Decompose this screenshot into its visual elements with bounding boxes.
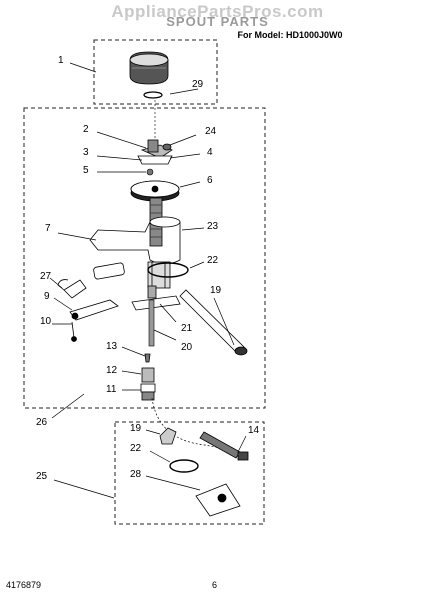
watermark: AppliancePartsPros.com [111, 2, 324, 21]
doc-number: 4176879 [6, 580, 42, 590]
callout-6: 6 [207, 175, 213, 186]
callout-24: 24 [205, 126, 217, 137]
callout-19: 19 [210, 285, 222, 296]
hose-19 [179, 289, 248, 356]
callout-27: 27 [40, 271, 52, 282]
kit-callout-14: 14 [248, 425, 260, 436]
callout-2: 2 [83, 124, 89, 135]
tube-20 [148, 299, 155, 347]
spout-assembly-box [23, 107, 266, 409]
cap-group-box [93, 39, 218, 105]
base-plate-6 [130, 180, 180, 202]
callout-22: 22 [207, 255, 219, 266]
cap-part [129, 51, 169, 85]
callout-1: 1 [58, 55, 64, 66]
o-ring-29 [143, 91, 163, 99]
callout-23: 23 [207, 221, 219, 232]
diagram-title: SPOUT PARTS [166, 14, 269, 29]
fitting-parts [140, 353, 156, 401]
bracket-9 [69, 299, 119, 321]
callout-12: 12 [106, 365, 118, 376]
callout-26: 26 [36, 417, 48, 428]
callout-11: 11 [106, 384, 117, 395]
valve-top [137, 139, 173, 165]
callout-7: 7 [45, 223, 51, 234]
callout-5: 5 [83, 165, 89, 176]
clip-21 [131, 285, 181, 311]
callout-21: 21 [181, 323, 193, 334]
o-ring-22 [147, 262, 189, 278]
callout-25: 25 [36, 471, 48, 482]
kit-callout-28: 28 [130, 469, 142, 480]
spout-body [89, 197, 181, 289]
kit-group-box [114, 421, 265, 525]
callout-10: 10 [40, 316, 52, 327]
elbow-27 [57, 262, 125, 299]
page-number: 6 [212, 580, 218, 590]
kit-parts [159, 427, 249, 517]
washer-5 [146, 168, 154, 176]
screw-10 [71, 321, 77, 342]
callout-9: 9 [44, 291, 50, 302]
kit-callout-22: 22 [130, 443, 142, 454]
kit-callout-19: 19 [130, 423, 142, 434]
callout-3: 3 [83, 147, 89, 158]
callout-4: 4 [207, 147, 213, 158]
model-label: For Model: HD1000J0W0 [237, 30, 343, 40]
callout-13: 13 [106, 341, 118, 352]
callout-20: 20 [181, 342, 193, 353]
callout-29: 29 [192, 79, 204, 90]
